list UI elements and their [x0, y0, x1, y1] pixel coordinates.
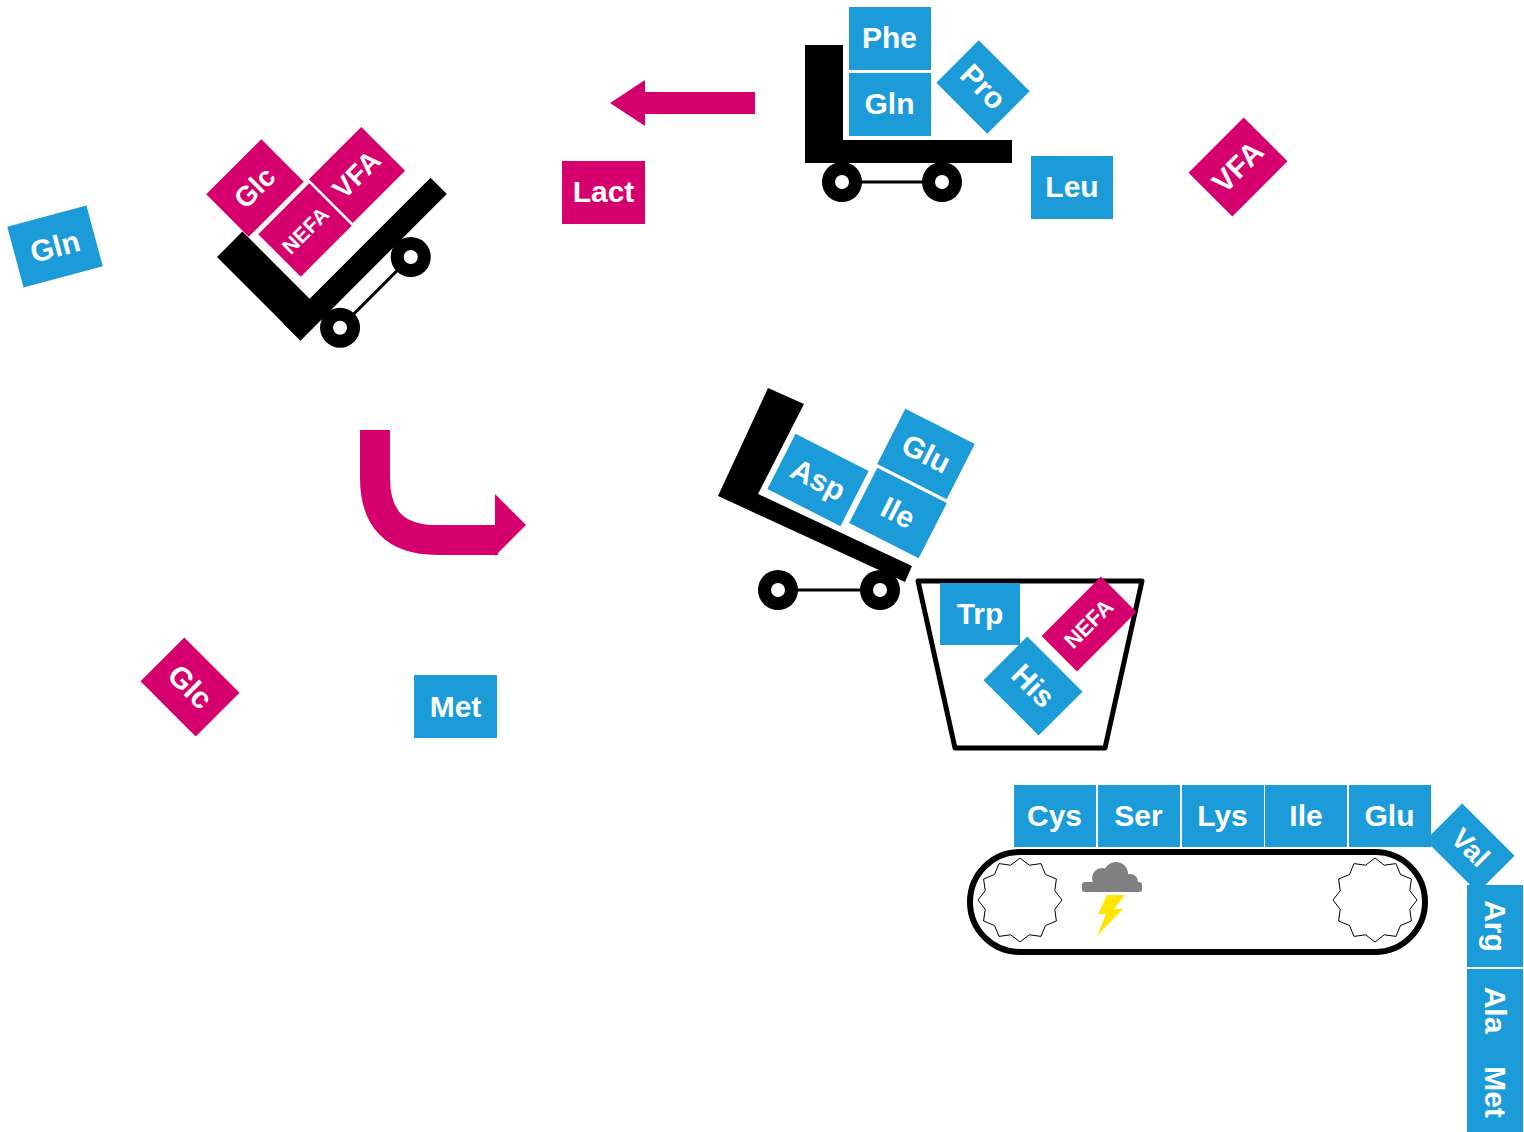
cart-hub [771, 583, 785, 597]
cart-wheel [822, 162, 862, 202]
amino-acid-tile: Phe [849, 7, 931, 70]
metabolite-tile: VFA [1189, 118, 1288, 217]
cart-wheel [758, 570, 798, 610]
arrow-shaft [640, 92, 755, 114]
belt-gear [978, 858, 1062, 942]
tile-label: NEFA [1060, 595, 1117, 652]
amino-acid-tile: Gln [7, 205, 103, 287]
amino-acid-tile: Ile [1265, 785, 1347, 847]
flow-arrow [375, 430, 526, 556]
tile-label: Cys [1027, 801, 1082, 831]
tile-label: Ala [1480, 986, 1510, 1033]
tile-label: Lys [1197, 801, 1248, 831]
cloud-base [1082, 882, 1142, 892]
amino-acid-tile: Lys [1182, 785, 1264, 847]
cart-hub [935, 175, 949, 189]
amino-acid-tile: Gln [849, 73, 931, 136]
tile-label: Arg [1480, 900, 1510, 952]
amino-acid-tile: Met [1467, 1051, 1523, 1132]
tile-label: VFA [328, 146, 386, 204]
amino-acid-tile: Val [1425, 803, 1514, 892]
metabolite-tile: Lact [562, 161, 645, 224]
tile-label: Gln [865, 89, 915, 119]
tile-label: Glu [1365, 801, 1415, 831]
tile-label: Met [430, 692, 482, 722]
tile-label: Ser [1114, 801, 1162, 831]
cart-wheel [860, 570, 900, 610]
cart-hub [835, 175, 849, 189]
arrow-shaft [375, 430, 498, 540]
amino-acid-tile: Cys [1014, 785, 1096, 847]
cart-hub [401, 247, 421, 267]
flow-arrow [610, 80, 755, 126]
amino-acid-tile: Pro [936, 40, 1029, 133]
cart-wheel [382, 229, 439, 286]
amino-acid-tile: Arg [1467, 885, 1523, 967]
tile-label: Val [1446, 824, 1494, 872]
tile-label: Leu [1045, 172, 1098, 202]
tile-label: Pro [955, 59, 1012, 116]
cart-hub [330, 318, 350, 338]
tile-label: VFA [1207, 136, 1269, 198]
amino-acid-tile: Trp [940, 583, 1020, 645]
tile-label: Asp [786, 454, 850, 506]
tile-label: Glc [229, 162, 281, 214]
tile-label: Ile [1289, 801, 1322, 831]
metabolite-tile: NEFA [1042, 577, 1137, 672]
tile-label: Ile [876, 492, 919, 534]
bucket [918, 581, 1142, 748]
cart-base [805, 140, 1012, 163]
amino-acid-tile: Glu [1349, 785, 1431, 847]
amino-acid-tile: Leu [1031, 156, 1113, 219]
tile-label: Gln [27, 225, 83, 267]
cart-wheel [312, 299, 369, 356]
tile-label: Glu [897, 429, 955, 478]
amino-acid-tile: Met [414, 675, 497, 738]
conveyor-belt [970, 852, 1425, 952]
tile-label: Lact [573, 177, 635, 207]
tile-label: NEFA [278, 203, 332, 257]
amino-acid-tile: Ser [1098, 785, 1180, 847]
lightning-bolt [1097, 895, 1125, 936]
cart-wheel [922, 162, 962, 202]
tile-label: Glc [162, 659, 217, 714]
belt-loop [970, 852, 1425, 952]
metabolite-tile: Glc [141, 638, 240, 737]
storm-cloud [1082, 862, 1142, 892]
amino-acid-tile: Ala [1467, 969, 1523, 1051]
tile-label: Phe [862, 23, 917, 53]
arrow-head [495, 494, 526, 556]
arrow-head [610, 80, 645, 126]
cart-hub [873, 583, 887, 597]
tile-label: His [1006, 659, 1060, 713]
tile-label: Met [1480, 1066, 1510, 1118]
tile-label: Trp [957, 599, 1004, 629]
belt-gear [1333, 858, 1417, 942]
